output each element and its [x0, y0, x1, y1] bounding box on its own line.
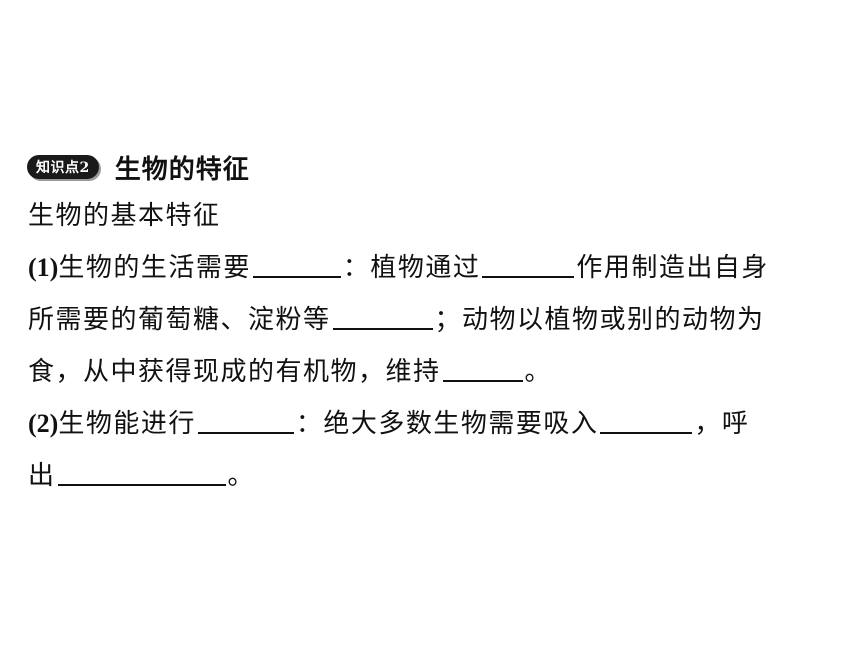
- fill-in-blank[interactable]: [197, 406, 294, 434]
- item-2-text-e: 。: [227, 461, 256, 491]
- item-1-text-f: 食，从中获得现成的有机物，维持: [28, 357, 441, 387]
- fill-in-blank[interactable]: [442, 354, 523, 382]
- fill-in-blank[interactable]: [252, 250, 341, 278]
- item-1-line-3: 食，从中获得现成的有机物，维持 。: [28, 352, 552, 392]
- section-heading: 知识点2 生物的特征: [27, 147, 250, 187]
- fill-in-blank[interactable]: [600, 406, 693, 434]
- item-2-text-b: ：绝大多数生物需要吸入: [295, 409, 599, 439]
- item-1-text-a: 生物的生活需要: [58, 253, 251, 283]
- section-title: 生物的特征: [114, 154, 250, 185]
- item-2-number: (2): [28, 409, 59, 438]
- item-1-text-c: 作用制造出自身: [576, 253, 769, 283]
- knowledge-point-badge: 知识点2: [27, 155, 99, 179]
- fill-in-blank[interactable]: [57, 458, 226, 486]
- item-1-number: (1): [28, 253, 59, 282]
- item-1-text-b: ：植物通过: [342, 253, 481, 283]
- fill-in-blank[interactable]: [332, 302, 433, 330]
- subtitle: 生物的基本特征: [28, 201, 221, 231]
- fill-in-blank[interactable]: [482, 250, 575, 278]
- item-2-line-1: (2)生物能进行 ：绝大多数生物需要吸入 ，呼: [28, 404, 749, 444]
- item-2-text-c: ，呼: [694, 409, 750, 439]
- item-2-text-a: 生物能进行: [58, 409, 196, 439]
- item-1-text-g: 。: [524, 357, 553, 387]
- item-2-line-2: 出。: [28, 456, 255, 496]
- item-1-line-2: 所需要的葡萄糖、淀粉等 ；动物以植物或别的动物为: [28, 300, 765, 340]
- item-1-text-e: ；动物以植物或别的动物为: [434, 305, 765, 335]
- item-1-text-d: 所需要的葡萄糖、淀粉等: [28, 305, 331, 335]
- item-2-text-d: 出: [28, 461, 56, 491]
- item-1-line-1: (1)生物的生活需要 ：植物通过 作用制造出自身: [28, 248, 769, 288]
